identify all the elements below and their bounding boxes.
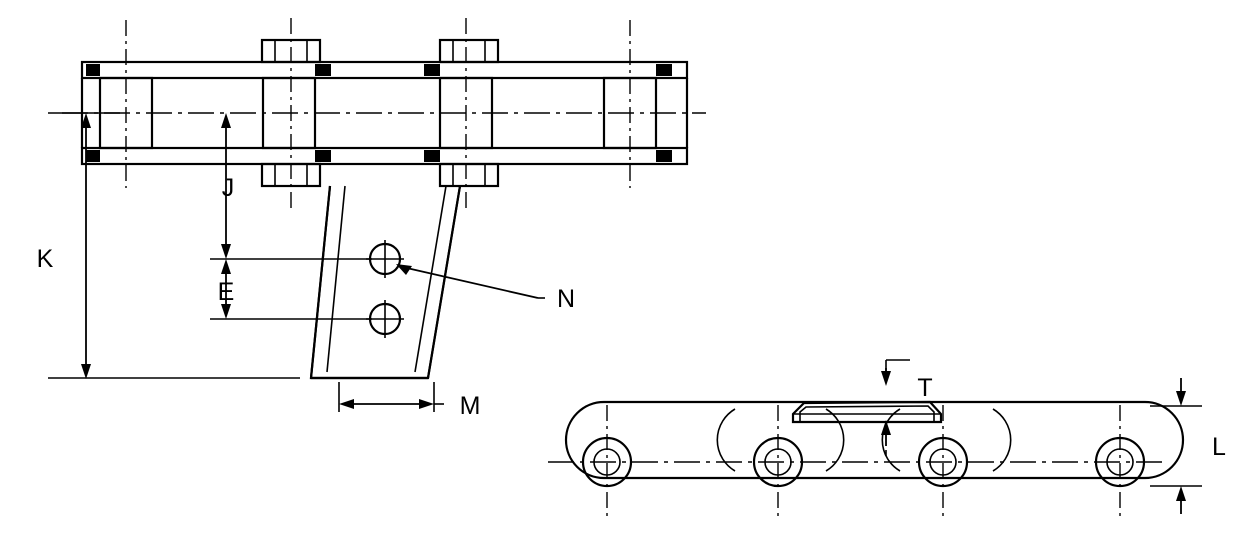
dimension-K: K [37, 112, 300, 379]
chain-side-plates-top [80, 60, 689, 166]
dimension-J: J [210, 113, 372, 260]
dimension-T: T [881, 359, 933, 456]
label-J: J [222, 174, 235, 202]
attachment-lugs-top [260, 38, 500, 64]
top-attachment-plate [791, 400, 943, 424]
bushing-shading [86, 64, 672, 162]
label-E: E [218, 278, 235, 306]
label-T: T [917, 374, 932, 402]
attachment-lugs-bottom [260, 162, 500, 188]
leader-N: N [396, 264, 575, 313]
label-N: N [557, 285, 575, 313]
attachment-bracket [309, 185, 462, 380]
side-view: T L [548, 359, 1226, 518]
dimension-L: L [1150, 378, 1226, 514]
dimension-E: E [210, 259, 372, 320]
attachment-holes [366, 240, 404, 338]
pin-centerlines [125, 18, 631, 210]
side-view-centerlines [548, 405, 1168, 518]
chain-body [80, 78, 689, 148]
label-L: L [1212, 433, 1226, 461]
front-view: K J E N [37, 18, 706, 420]
label-K: K [37, 245, 54, 273]
label-M: M [460, 392, 481, 420]
dimension-M: M [338, 382, 481, 420]
